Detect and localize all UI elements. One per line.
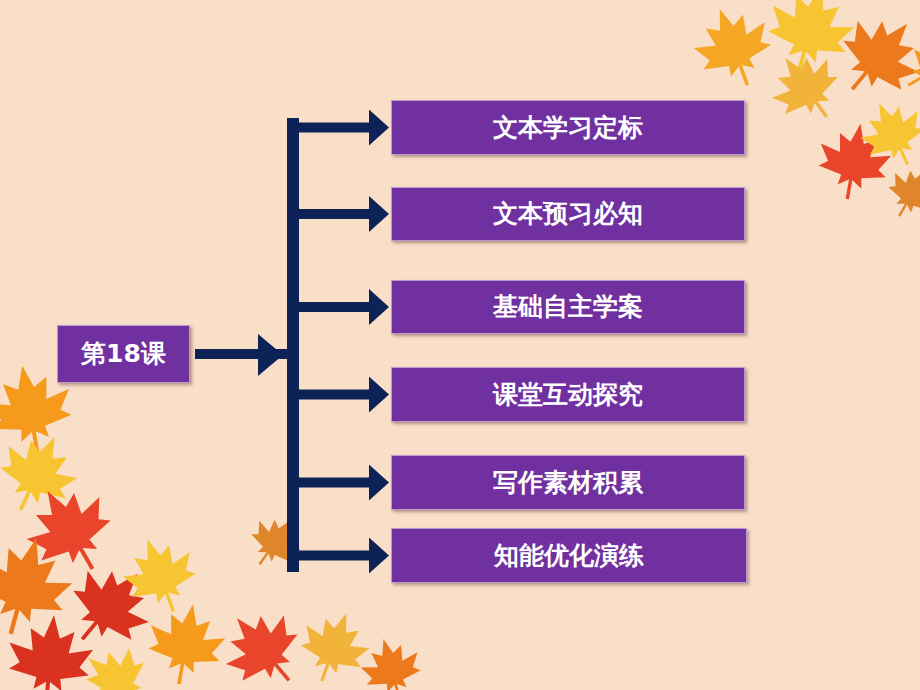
section-box: 文本预习必知 [391, 187, 745, 241]
section-box: 知能优化演练 [391, 528, 747, 583]
lesson-box: 第18课 [57, 325, 190, 383]
branch-arrow [195, 354, 373, 483]
branch-arrow [195, 354, 373, 556]
branch-arrow [195, 307, 373, 354]
section-box: 课堂互动探究 [391, 367, 745, 422]
branch-arrow [195, 128, 373, 355]
lesson-title: 第18课 [81, 339, 166, 369]
branch-arrow [195, 214, 373, 354]
section-box: 写作素材积累 [391, 455, 745, 510]
section-box: 文本学习定标 [391, 100, 745, 155]
section-title: 课堂互动探究 [493, 380, 643, 410]
section-box: 基础自主学案 [391, 280, 745, 334]
leaf-cluster-bottom [0, 358, 428, 690]
section-title: 基础自主学案 [493, 292, 643, 322]
section-title: 文本预习必知 [493, 199, 643, 229]
section-title: 知能优化演练 [494, 541, 644, 571]
section-title: 写作素材积累 [493, 468, 643, 498]
section-title: 文本学习定标 [493, 113, 643, 143]
branch-arrow [195, 354, 373, 395]
